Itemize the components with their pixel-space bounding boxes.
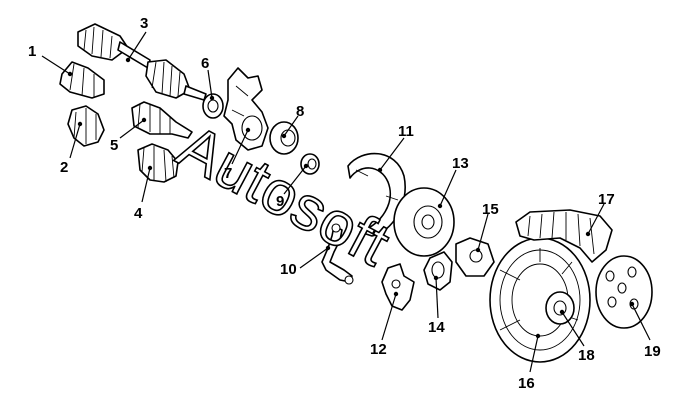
part-labels: 1 2 3 4 5 6 7 8 9 10 11 12 13 14 15 16 1… <box>28 15 661 392</box>
label-3: 3 <box>140 15 148 32</box>
label-14: 14 <box>428 319 445 336</box>
label-2: 2 <box>60 159 68 176</box>
part-18-hub-center <box>545 291 575 325</box>
label-6: 6 <box>201 55 209 72</box>
label-11: 11 <box>398 123 414 140</box>
label-9: 9 <box>276 193 284 210</box>
label-13: 13 <box>452 155 469 172</box>
part-19-hub-cap <box>595 255 653 329</box>
label-8: 8 <box>296 103 304 120</box>
part-1-boot <box>59 61 105 99</box>
part-9-hub-cap <box>300 153 320 175</box>
label-17: 17 <box>598 191 615 208</box>
label-16: 16 <box>518 375 535 392</box>
label-10: 10 <box>280 261 297 278</box>
label-1: 1 <box>28 43 36 60</box>
label-7: 7 <box>224 165 232 182</box>
part-16-drum <box>489 237 591 363</box>
part-2-boot <box>67 105 105 147</box>
part-4-boot <box>137 143 179 183</box>
label-15: 15 <box>482 201 499 218</box>
part-3-drive-shaft <box>77 23 207 101</box>
label-19: 19 <box>644 343 661 360</box>
part-5-boot <box>131 101 193 139</box>
part-12-bracket <box>381 263 415 311</box>
label-12: 12 <box>370 341 387 358</box>
part-14-carrier <box>423 251 453 291</box>
part-10-brake-hose <box>321 223 354 285</box>
part-13-brake-disc <box>393 187 455 257</box>
leader-lines <box>41 31 651 373</box>
part-6-bearing <box>202 93 224 119</box>
label-4: 4 <box>134 205 143 222</box>
label-5: 5 <box>110 137 118 154</box>
part-17-brake-cover <box>515 209 613 263</box>
label-18: 18 <box>578 347 595 364</box>
part-7-knuckle <box>223 67 269 151</box>
part-15-caliper <box>455 237 495 277</box>
